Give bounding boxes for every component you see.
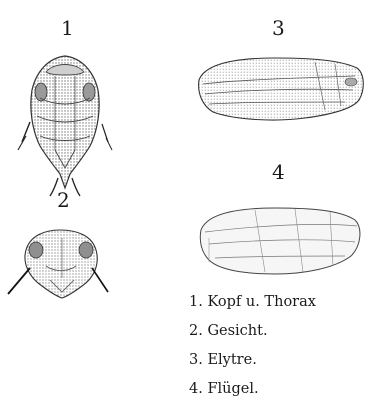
- legend-item-2: 2. Gesicht.: [189, 317, 316, 346]
- legend-item-1: 1. Kopf u. Thorax: [189, 288, 316, 317]
- figure-head-thorax: [10, 50, 120, 200]
- figure-number-4: 4: [272, 162, 285, 182]
- legend-item-4: 4. Flügel.: [189, 375, 316, 404]
- figure-wing: [195, 200, 367, 280]
- figure-number-1: 1: [61, 18, 74, 38]
- legend-item-3: 3. Elytre.: [189, 346, 316, 375]
- figure-elytron: [195, 50, 367, 128]
- figure-legend: 1. Kopf u. Thorax 2. Gesicht. 3. Elytre.…: [189, 288, 316, 404]
- figure-face: [0, 222, 110, 302]
- figure-number-3: 3: [272, 18, 285, 38]
